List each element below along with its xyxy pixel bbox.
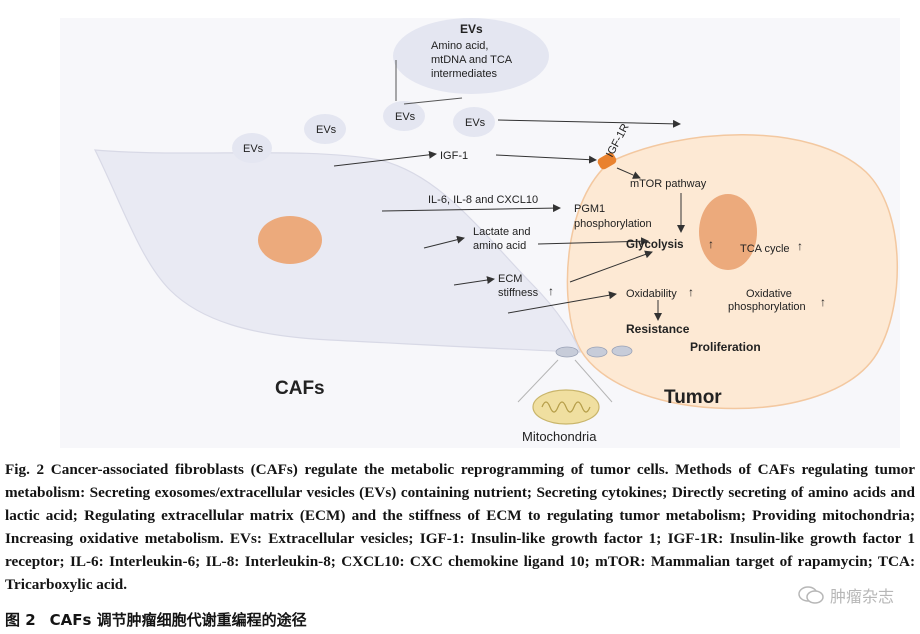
mtor-label: mTOR pathway xyxy=(630,178,707,190)
lactate-label-1: Lactate and xyxy=(473,226,531,238)
cafs-label: CAFs xyxy=(275,378,325,399)
tumor-label: Tumor xyxy=(664,387,722,408)
arrow-caf-oxidability xyxy=(507,291,617,314)
proliferation-label: Proliferation xyxy=(690,340,761,354)
mitochondria-label: Mitochondria xyxy=(522,429,597,444)
evs-main-title: EVs xyxy=(460,22,483,36)
watermark: 肿瘤杂志 xyxy=(791,583,900,607)
watermark-text: 肿瘤杂志 xyxy=(829,587,894,606)
glycolysis-label: Glycolysis xyxy=(626,239,684,251)
igf1r-receptor xyxy=(597,152,617,170)
caf-cell xyxy=(93,149,581,353)
evs-main-line1: Amino acid, xyxy=(431,40,488,52)
arrow-caf-lactate xyxy=(423,235,465,249)
ev-bubble-2 xyxy=(304,114,346,144)
tumor-mitochondrion-shape xyxy=(699,194,757,270)
ev-label-3: EVs xyxy=(395,111,416,123)
ecm-label-1: ECM xyxy=(498,273,522,285)
pgm1-label-1: PGM1 xyxy=(574,203,605,215)
ev-bubble-4 xyxy=(453,107,495,137)
figure-caption-cn: 图 2 CAFs 调节肿瘤细胞代谢重编程的途径 xyxy=(5,609,307,630)
arrow-evs xyxy=(497,119,681,128)
pgm1-label-2: phosphorylation xyxy=(574,218,652,230)
figure-caption-en: Fig. 2 Cancer-associated fibroblasts (CA… xyxy=(5,461,915,593)
arrow-receptor-mtor xyxy=(616,167,641,179)
tumor-cell xyxy=(566,134,898,410)
tca-up-arrow: ↑ xyxy=(797,239,803,253)
resistance-label: Resistance xyxy=(626,322,690,336)
igf1-label: IGF-1 xyxy=(440,150,468,162)
arrow-ecm-glycolysis xyxy=(569,250,653,283)
ev-bubble-3 xyxy=(383,101,425,131)
cytokines-label: IL-6, IL-8 and CXCL10 xyxy=(428,194,538,206)
oxphos-label-2: phosphorylation xyxy=(728,301,806,313)
ecm-label-2: stiffness xyxy=(498,287,539,299)
figure-caption-cn-text: CAFs 调节肿瘤细胞代谢重编程的途径 xyxy=(49,611,307,629)
ev-label-2: EVs xyxy=(316,124,337,136)
caf-nucleus xyxy=(258,216,322,264)
arrow-igf1-receptor xyxy=(495,154,597,164)
wechat-icon xyxy=(798,586,824,604)
evs-main-line2: mtDNA and TCA xyxy=(431,54,513,66)
ecm-up-arrow: ↑ xyxy=(548,284,554,298)
ev-bubble-1 xyxy=(232,133,272,163)
evs-main-bubble xyxy=(393,18,549,94)
mitochondria-icon xyxy=(532,389,600,425)
ev-label-1: EVs xyxy=(243,143,264,155)
ev-label-4: EVs xyxy=(465,117,486,129)
tca-label: TCA cycle xyxy=(740,243,790,255)
glycolysis-up-arrow: ↑ xyxy=(708,237,714,251)
oxphos-up-arrow: ↑ xyxy=(820,295,826,309)
arrow-caf-igf1 xyxy=(333,150,437,167)
arrow-lactate-glycolysis xyxy=(537,237,649,246)
oxidability-label: Oxidability xyxy=(626,288,677,300)
transfer-mitochondria xyxy=(555,345,633,358)
lactate-label-2: amino acid xyxy=(473,240,526,252)
arrow-cytokines xyxy=(381,204,561,213)
diagram: EVs Amino acid, mtDNA and TCA intermedia… xyxy=(93,18,898,444)
evs-main-line3: intermediates xyxy=(431,68,498,80)
figure-number-cn: 图 2 xyxy=(5,611,36,629)
oxidability-up-arrow: ↑ xyxy=(688,285,694,299)
oxphos-label-1: Oxidative xyxy=(746,288,792,300)
arrow-caf-ecm xyxy=(453,276,495,286)
